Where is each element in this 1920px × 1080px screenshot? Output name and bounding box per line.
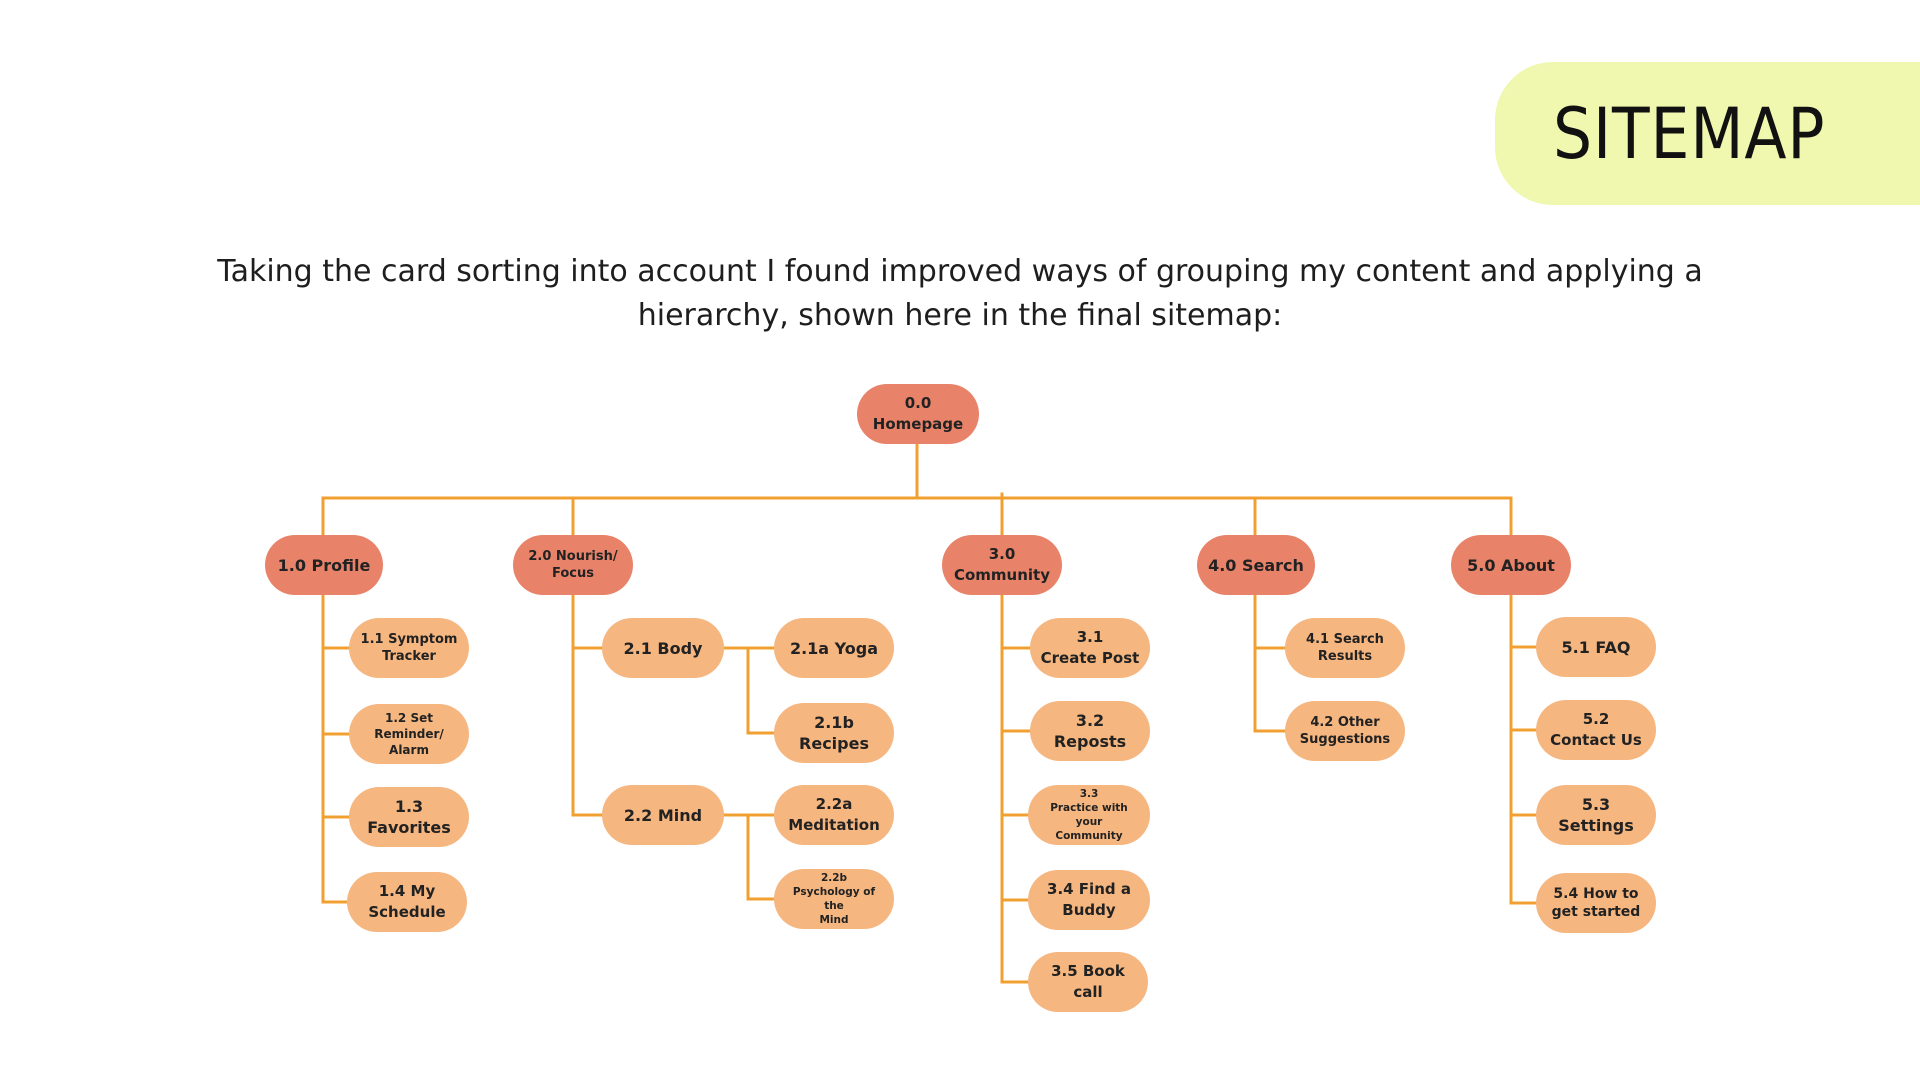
node-search[interactable]: 4.0 Search	[1197, 535, 1315, 595]
node-homepage[interactable]: 0.0 Homepage	[857, 384, 979, 444]
page-title: SITEMAP	[1553, 92, 1826, 175]
node-set-reminder[interactable]: 1.2 Set Reminder/ Alarm	[349, 704, 469, 764]
node-meditation[interactable]: 2.2a Meditation	[774, 785, 894, 845]
node-book-call[interactable]: 3.5 Book call	[1028, 952, 1148, 1012]
title-tab: SITEMAP	[1495, 62, 1920, 205]
node-other-suggestions[interactable]: 4.2 Other Suggestions	[1285, 701, 1405, 761]
node-find-a-buddy[interactable]: 3.4 Find a Buddy	[1028, 870, 1150, 930]
intro-line-2: hierarchy, shown here in the final sitem…	[637, 298, 1283, 333]
node-practice-with-community[interactable]: 3.3 Practice with your Community	[1028, 785, 1150, 845]
node-body[interactable]: 2.1 Body	[602, 618, 724, 678]
node-recipes[interactable]: 2.1b Recipes	[774, 703, 894, 763]
node-search-results[interactable]: 4.1 Search Results	[1285, 618, 1405, 678]
node-profile[interactable]: 1.0 Profile	[265, 535, 383, 595]
node-mind[interactable]: 2.2 Mind	[602, 785, 724, 845]
node-nourish-focus[interactable]: 2.0 Nourish/ Focus	[513, 535, 633, 595]
intro-text: Taking the card sorting into account I f…	[200, 250, 1720, 338]
node-create-post[interactable]: 3.1 Create Post	[1030, 618, 1150, 678]
node-yoga[interactable]: 2.1a Yoga	[774, 618, 894, 678]
node-symptom-tracker[interactable]: 1.1 Symptom Tracker	[349, 618, 469, 678]
node-contact-us[interactable]: 5.2 Contact Us	[1536, 700, 1656, 760]
node-my-schedule[interactable]: 1.4 My Schedule	[347, 872, 467, 932]
node-community[interactable]: 3.0 Community	[942, 535, 1062, 595]
node-faq[interactable]: 5.1 FAQ	[1536, 617, 1656, 677]
node-about[interactable]: 5.0 About	[1451, 535, 1571, 595]
node-favorites[interactable]: 1.3 Favorites	[349, 787, 469, 847]
node-how-to-get-started[interactable]: 5.4 How to get started	[1536, 873, 1656, 933]
node-psychology-of-the-mind[interactable]: 2.2b Psychology of the Mind	[774, 869, 894, 929]
node-settings[interactable]: 5.3 Settings	[1536, 785, 1656, 845]
node-reposts[interactable]: 3.2 Reposts	[1030, 701, 1150, 761]
intro-line-1: Taking the card sorting into account I f…	[217, 254, 1703, 289]
